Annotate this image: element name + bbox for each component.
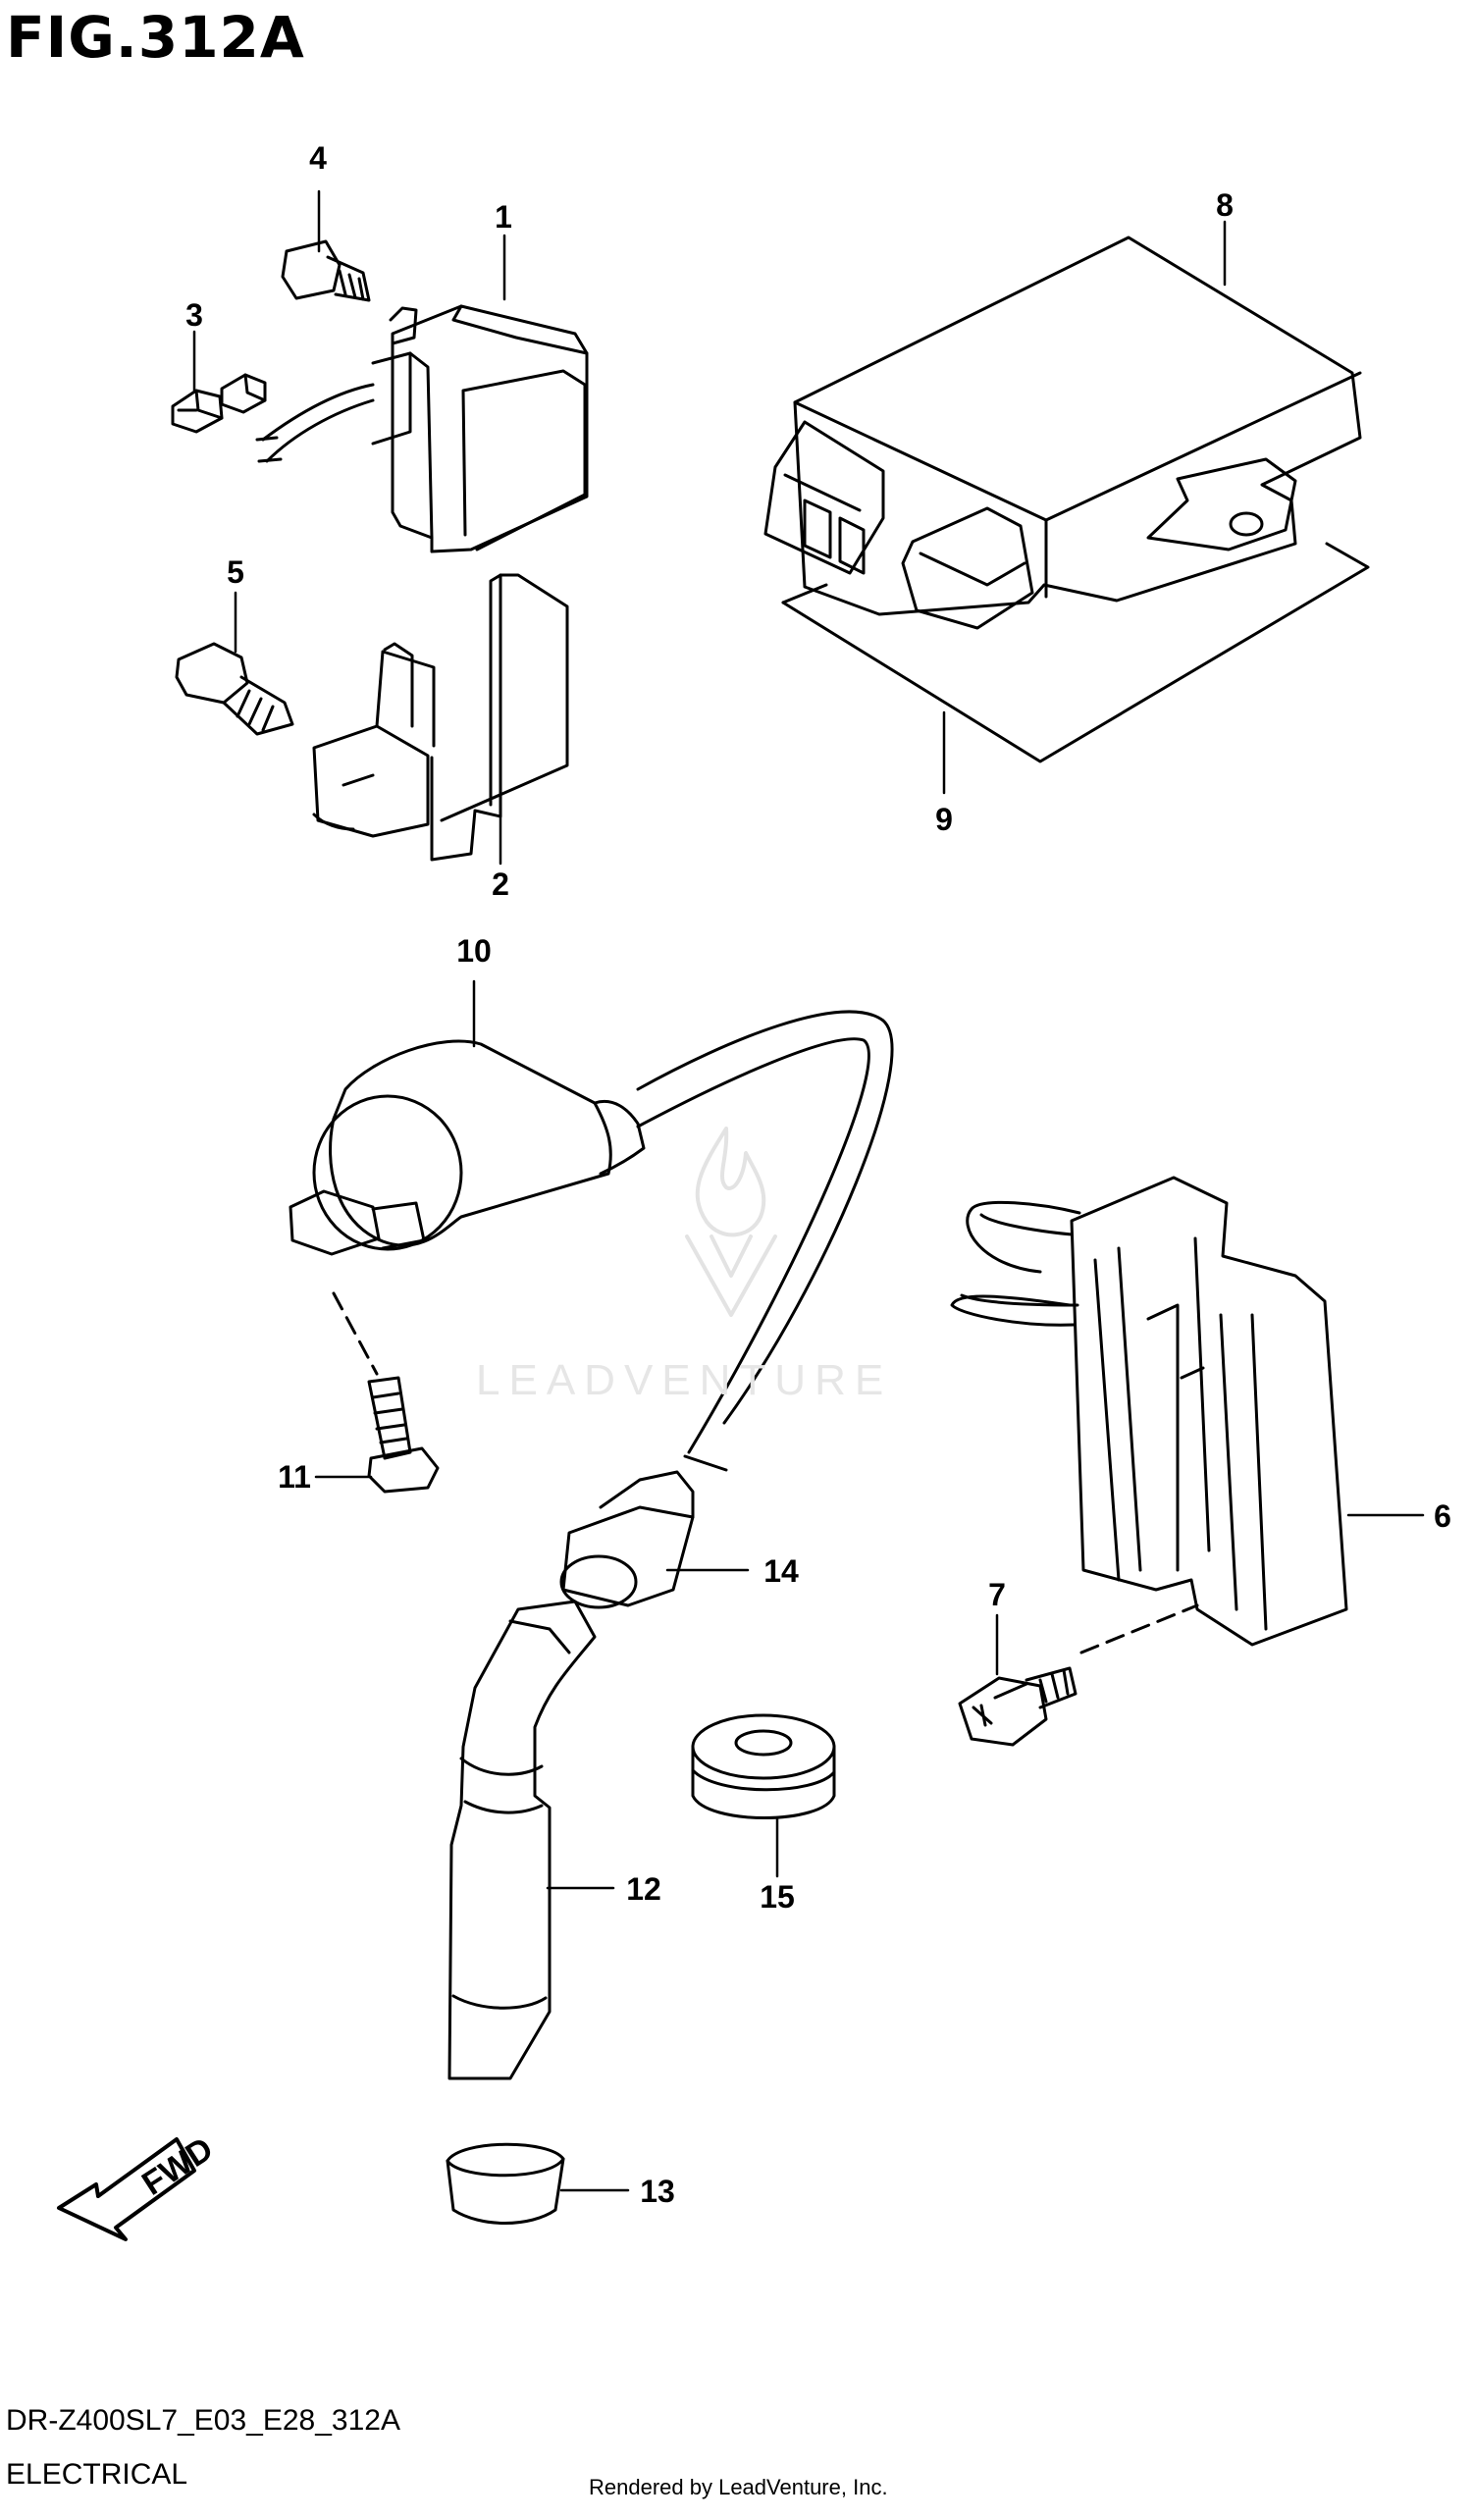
watermark-text: LEADVENTURE (476, 1356, 893, 1404)
fwd-arrow (57, 2137, 196, 2241)
leadventure-logo-watermark (685, 1127, 777, 1317)
callout-10: 10 (456, 933, 492, 969)
callout-1: 1 (495, 199, 512, 235)
part-14-plug-cap (559, 1470, 695, 1609)
callout-8: 8 (1216, 187, 1234, 223)
callout-4: 4 (309, 140, 327, 176)
figure-title: FIG.312A (6, 4, 305, 71)
part-8-ecu (763, 236, 1362, 630)
part-5-bolt (175, 642, 294, 736)
part-12-plug-boot (447, 1600, 597, 2080)
part-15-grommet (691, 1713, 836, 1819)
model-code: DR-Z400SL7_E03_E28_312A (6, 2404, 400, 2437)
callout-5: 5 (227, 554, 244, 590)
render-credit: Rendered by LeadVenture, Inc. (589, 2475, 888, 2499)
callout-9: 9 (935, 802, 953, 837)
part-3-clips (171, 373, 267, 434)
part-7-screw (958, 1603, 1199, 1747)
leader-lines (192, 189, 1425, 2192)
part-1-relay (255, 304, 589, 553)
section-name: ELECTRICAL (6, 2458, 188, 2491)
callout-labels: 1 2 3 4 5 6 7 8 9 10 11 12 13 14 15 (185, 140, 1451, 2209)
callout-3: 3 (185, 297, 203, 333)
callout-6: 6 (1434, 1498, 1451, 1534)
part-13-cap (446, 2142, 565, 2225)
part-9-pad (781, 542, 1370, 763)
callout-12: 12 (626, 1871, 661, 1907)
part-10-ignition-coil (289, 1010, 894, 1472)
part-11-bolt (332, 1291, 440, 1494)
part-4-bolt (281, 239, 371, 302)
callout-15: 15 (760, 1879, 795, 1915)
callout-14: 14 (763, 1553, 799, 1589)
callout-13: 13 (640, 2174, 675, 2209)
callout-2: 2 (492, 866, 509, 902)
part-2-bracket (312, 573, 569, 862)
callout-11: 11 (278, 1459, 311, 1495)
part-6-regulator (950, 1176, 1348, 1647)
callout-7: 7 (988, 1577, 1006, 1612)
